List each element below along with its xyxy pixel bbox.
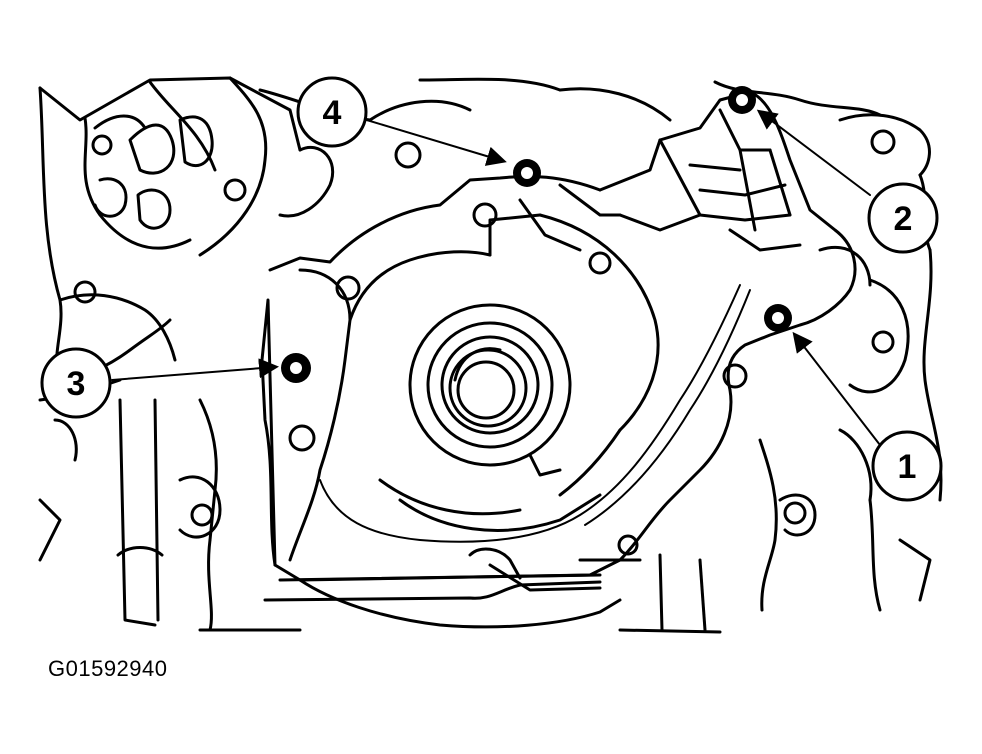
callout-1: 1 [871,430,943,502]
callout-3: 3 [40,347,112,419]
callout-4: 4 [296,76,368,148]
mounting-holes [73,129,896,556]
callout-1-label: 1 [898,448,917,486]
crankshaft-front-seal [408,303,572,477]
callout-4-label: 4 [323,94,342,132]
callout-3-label: 3 [67,365,86,403]
callout-2-label: 2 [894,200,913,238]
leader-lines [111,109,881,446]
engine-block-outline [38,76,943,634]
callout-2: 2 [867,182,939,254]
bolt-1 [764,304,792,332]
bolt-3 [281,353,311,383]
bolt-4 [513,159,541,187]
figure-id-label: G01592940 [48,656,168,681]
front-cover-housing [260,90,857,629]
bolt-2 [728,86,756,114]
